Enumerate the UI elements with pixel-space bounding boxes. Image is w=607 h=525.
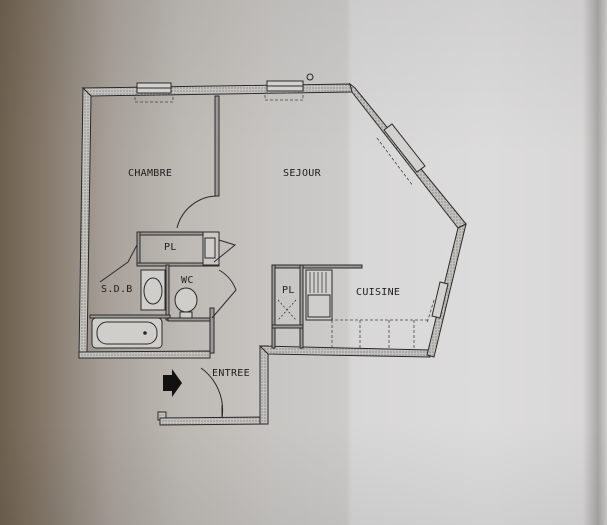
entry-arrow-icon bbox=[163, 369, 182, 397]
room-label-chambre: CHAMBRE bbox=[128, 168, 173, 179]
room-label-entree: ENTREE bbox=[212, 368, 250, 379]
windows bbox=[136, 73, 449, 319]
room-label-sejour: SEJOUR bbox=[283, 168, 321, 179]
sanitary-fixtures bbox=[91, 237, 333, 349]
room-label-placard-kitchen: PL bbox=[282, 285, 295, 296]
room-label-wc: WC bbox=[181, 275, 194, 286]
room-label-sdb: S.D.B bbox=[101, 284, 133, 295]
door-swings bbox=[99, 195, 237, 419]
dashed-fixtures bbox=[134, 92, 435, 348]
room-label-cuisine: CUISINE bbox=[356, 287, 401, 298]
room-label-placard: PL bbox=[164, 242, 177, 253]
